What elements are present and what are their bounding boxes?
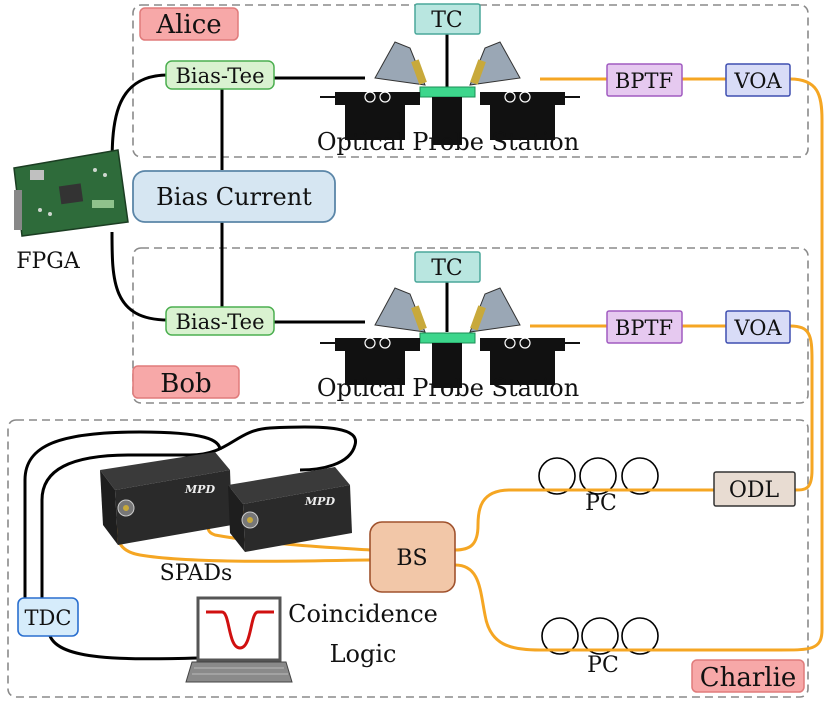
fpga-board-image (13, 149, 129, 237)
voa-bottom-box (725, 310, 791, 344)
tc-top-label: TC (431, 8, 463, 33)
bs-to-pc-bottom-fiber (454, 563, 541, 652)
pc-bottom-loops (540, 617, 660, 655)
tdc-to-spad-left-cable (23, 430, 222, 598)
bob-label: Bob (160, 369, 211, 399)
pc-top-loops (510, 457, 660, 495)
bs-box (369, 521, 456, 593)
voa-bottom-to-odl-fiber (789, 324, 814, 492)
coincidence-label-line1: Coincidence (288, 600, 438, 628)
tdc-label: TDC (25, 606, 72, 630)
charlie-label: Charlie (700, 663, 797, 693)
charlie-enclosure (7, 419, 809, 698)
pc-top-label: PC (585, 491, 617, 516)
probe-station-bottom-label: Optical Probe Station (317, 374, 579, 402)
tdc-to-spad-right-cable (40, 425, 357, 598)
tc-top-box (414, 3, 481, 35)
tdc-box (17, 597, 79, 637)
tc-bottom-label: TC (431, 256, 463, 281)
spad-right-brand: MPD (304, 495, 335, 508)
bob-enclosure (132, 247, 809, 404)
pc-top-to-bs-fiber (454, 488, 511, 552)
bias-tee-bottom-box (165, 306, 275, 336)
alice-label-box (139, 7, 239, 41)
alice-label: Alice (155, 10, 221, 40)
spad-right-image: MPD (228, 467, 352, 552)
bob-label-box (132, 365, 240, 399)
bptf-top-label: BPTF (615, 69, 673, 93)
odl-label: ODL (729, 478, 780, 503)
bptf-bottom-box (606, 310, 683, 344)
bias-tee-top-box (165, 60, 275, 90)
probe-station-top-image (320, 41, 580, 145)
spads-label: SPADs (160, 561, 233, 586)
coincidence-label-line2: Logic (330, 640, 397, 668)
bptf-bottom-label: BPTF (615, 316, 673, 340)
coincidence-computer-icon (185, 596, 293, 683)
tdc-to-computer-cable (48, 635, 201, 661)
bs-label: BS (396, 546, 427, 571)
charlie-label-box (691, 659, 805, 693)
odl-box (713, 471, 796, 507)
bias-current-box (132, 170, 336, 223)
spad-left-image: MPD (100, 452, 232, 545)
pc-bottom-label: PC (587, 653, 619, 678)
probe-station-bottom-image (320, 287, 580, 388)
voa-bottom-label: VOA (733, 316, 782, 340)
probe-station-top-label: Optical Probe Station (317, 128, 579, 156)
voa-top-to-charlie-fiber (600, 77, 824, 652)
fpga-label: FPGA (16, 249, 81, 274)
bptf-top-box (606, 63, 683, 97)
bias-tee-bottom-label: Bias-Tee (175, 310, 264, 334)
bias-tee-top-label: Bias-Tee (175, 64, 264, 88)
voa-top-box (725, 63, 791, 97)
spad-left-brand: MPD (184, 483, 215, 496)
bias-current-label: Bias Current (156, 183, 312, 211)
electrical-cables (23, 33, 449, 661)
tc-bottom-box (414, 251, 481, 283)
voa-top-label: VOA (733, 69, 782, 93)
fpga-to-bias-tee-bottom-cable (110, 231, 169, 322)
